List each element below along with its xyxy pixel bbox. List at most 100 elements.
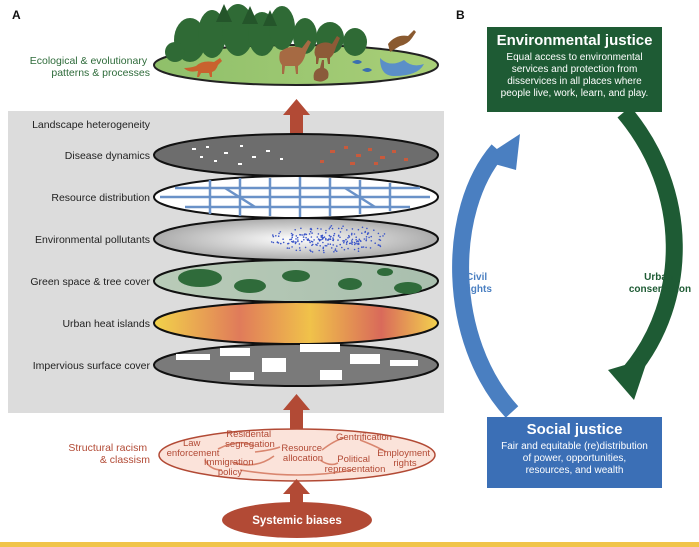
- pollutant-dot: [278, 232, 280, 235]
- pollutant-dot: [342, 240, 345, 242]
- node-political-representation: Political representation: [325, 454, 386, 475]
- pollutant-dot: [299, 249, 301, 252]
- pollutant-dot: [377, 244, 380, 246]
- pollutant-dot: [341, 227, 343, 230]
- fish-icon: [352, 60, 372, 72]
- pollutant-dot: [358, 238, 361, 241]
- deer-icon: [279, 40, 311, 74]
- layer-impervious-surface-disc: [153, 343, 439, 387]
- systemic-biases-node: Systemic biases: [222, 502, 372, 538]
- pollutant-dot: [361, 246, 363, 248]
- pollutant-dot: [319, 245, 322, 247]
- pollutant-dot: [316, 236, 319, 238]
- pollutant-dot: [275, 235, 277, 237]
- pollutant-dot: [290, 238, 293, 240]
- pollutant-dot: [272, 235, 275, 238]
- pollutant-dot: [272, 234, 274, 236]
- pollutant-dot: [365, 238, 368, 240]
- river-shape: [380, 58, 424, 76]
- pollutant-dot: [379, 245, 382, 248]
- urban-conservation-arrow: [608, 106, 683, 400]
- pollutant-dot: [339, 231, 342, 233]
- pollutant-dot: [348, 236, 351, 238]
- pollutant-dot: [322, 236, 325, 239]
- pollutant-dot: [290, 232, 293, 235]
- pollutant-dot: [332, 237, 334, 239]
- pollutant-dot: [287, 242, 289, 245]
- pollutant-dot: [332, 244, 335, 246]
- systemic-biases-label: Systemic biases: [252, 515, 342, 527]
- pollutant-dot: [315, 243, 317, 246]
- pollutant-dot: [334, 248, 337, 250]
- pollutant-dot: [286, 247, 289, 249]
- civil-rights-label: Civil rights: [464, 272, 492, 295]
- pollutant-dot: [272, 241, 275, 244]
- social-justice-body-line1: Fair and equitable (re)distribution: [501, 441, 648, 452]
- pollutant-dot: [377, 232, 380, 235]
- pollutant-dot: [337, 239, 339, 241]
- pollutant-dot: [331, 227, 334, 230]
- pollutant-dot: [305, 233, 308, 236]
- pollutant-dot: [280, 242, 282, 245]
- pollutant-dot: [317, 238, 320, 240]
- pollutant-dot: [366, 233, 369, 235]
- pollutant-dot: [295, 249, 298, 252]
- pollutant-dot: [333, 232, 336, 235]
- pollutant-dot: [339, 236, 341, 239]
- pollutant-dot: [374, 242, 377, 244]
- pollutant-dot: [345, 243, 348, 245]
- node-employment-rights: Employment rights: [377, 448, 432, 469]
- ecological-label-line1: Ecological & evolutionary: [30, 55, 148, 67]
- pollutant-dot: [361, 232, 363, 234]
- pollutant-dot: [328, 228, 331, 230]
- bottom-rule: [0, 542, 699, 547]
- pollutant-dot: [294, 242, 297, 245]
- pollutant-dot: [322, 241, 324, 244]
- pollutant-dot: [328, 234, 331, 237]
- pollutant-dot: [291, 246, 293, 248]
- pollutant-dot: [308, 239, 311, 242]
- pollutant-dot: [302, 236, 305, 238]
- pollutant-dot: [368, 236, 370, 239]
- pollutant-dot: [351, 232, 353, 235]
- pollutant-dot: [343, 241, 345, 244]
- pollutant-dot: [279, 231, 282, 233]
- deer-icon: [314, 36, 340, 64]
- layer-label-heat: Urban heat islands: [62, 318, 150, 330]
- layer-label-resource: Resource distribution: [51, 192, 150, 204]
- environmental-justice-body-line2: services and protection from: [511, 64, 638, 75]
- pollutant-dot: [282, 238, 284, 240]
- pollutant-dot: [353, 248, 356, 251]
- pollutant-dot: [369, 247, 372, 249]
- pollutant-dot: [330, 235, 332, 238]
- pollutant-dot: [329, 238, 332, 240]
- pollutant-dot: [345, 238, 347, 241]
- pollutant-dot: [291, 240, 293, 243]
- environmental-justice-body-line1: Equal access to environmental: [506, 52, 643, 63]
- environmental-justice-title: Environmental justice: [496, 32, 653, 49]
- pollutant-dot: [322, 246, 325, 249]
- pollutant-dot: [342, 225, 344, 227]
- pollutant-dot: [308, 233, 311, 235]
- pollutant-dot: [309, 228, 312, 230]
- pollutant-dot: [320, 236, 323, 238]
- pollutant-dot: [341, 246, 343, 249]
- pollutant-dot: [357, 247, 360, 250]
- pollutant-dot: [353, 241, 356, 244]
- ecological-label: Ecological & evolutionary patterns & pro…: [30, 55, 150, 79]
- pollutant-dot: [288, 247, 291, 249]
- pollutant-dot: [357, 250, 360, 252]
- pollutant-dot: [322, 247, 325, 250]
- social-justice-body-line2: of power, opportunities,: [522, 453, 627, 464]
- layer-disease-dynamics-disc: [153, 133, 439, 177]
- layer-label-disease: Disease dynamics: [65, 150, 150, 162]
- pollutant-dot: [311, 244, 313, 247]
- pollutant-dot: [346, 240, 349, 243]
- pollutant-dot: [318, 249, 321, 252]
- pollutant-dot: [294, 229, 297, 231]
- pollutant-dot: [306, 239, 309, 241]
- social-justice-box: Social justice Fair and equitable (re)di…: [487, 417, 662, 488]
- pollutant-dot: [329, 226, 332, 228]
- panel-a-letter: A: [12, 8, 21, 22]
